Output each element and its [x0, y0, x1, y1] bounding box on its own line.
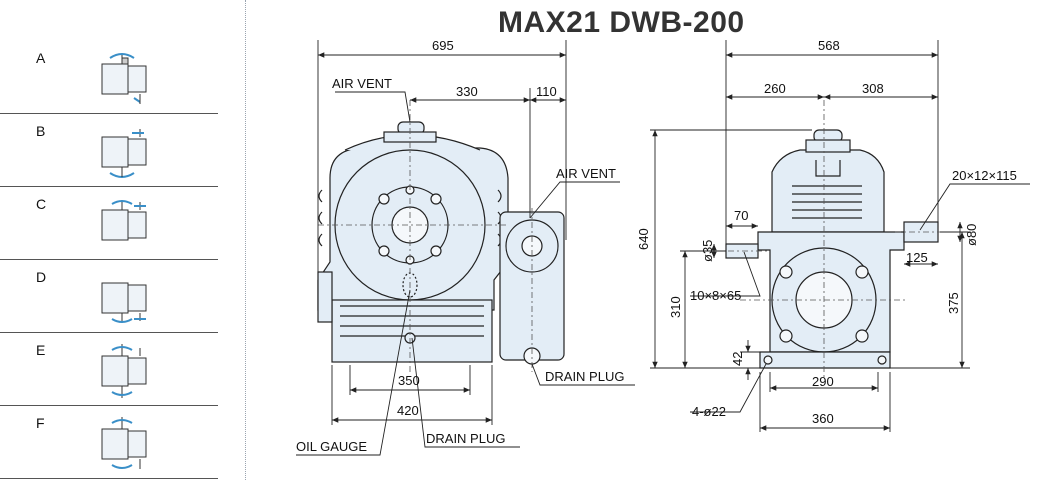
foot-dim-290: 290 — [812, 374, 834, 389]
side-height-375: 375 — [946, 292, 961, 314]
motor-air-vent-label: AIR VENT — [556, 166, 616, 181]
mounting-positions: A B C D — [0, 40, 218, 480]
foot-dim-360: 360 — [812, 411, 834, 426]
mounting-row-b: B — [0, 113, 218, 187]
base-drain-plug-label: DRAIN PLUG — [426, 431, 505, 446]
side-dim-125: 125 — [906, 250, 928, 265]
side-dim-308: 308 — [862, 81, 884, 96]
mounting-row-a: A — [0, 40, 218, 114]
front-dim-110: 110 — [536, 84, 557, 99]
side-height-640: 640 — [636, 228, 651, 250]
side-view — [725, 129, 939, 369]
mounting-letter: C — [36, 196, 47, 212]
mounting-row-e: E — [0, 332, 218, 406]
motor-drain-plug-label: DRAIN PLUG — [545, 369, 624, 384]
side-overall-width: 568 — [818, 38, 840, 53]
key-small-label: 10×8×65 — [690, 288, 741, 303]
mounting-row-d: D — [0, 259, 218, 333]
diagram-title: MAX21 DWB-200 — [498, 6, 745, 39]
foot-height-42: 42 — [730, 352, 745, 366]
side-dim-260: 260 — [764, 81, 786, 96]
mounting-d-icon — [101, 282, 147, 323]
base-dim-420: 420 — [397, 403, 419, 418]
divider-line — [245, 0, 247, 480]
mounting-letter: E — [36, 342, 46, 358]
shaft-dia-80: ø80 — [964, 224, 979, 246]
front-dim-330: 330 — [456, 84, 478, 99]
mounting-letter: B — [36, 123, 46, 139]
front-overall-width: 695 — [432, 38, 454, 53]
mounting-letter: A — [36, 50, 46, 66]
mounting-holes-label: 4-ø22 — [692, 404, 726, 419]
mounting-letter: D — [36, 269, 47, 285]
mounting-f-icon — [101, 417, 147, 469]
shaft-dia-35: ø35 — [700, 240, 715, 262]
side-dimension-labels: 568 260 308 640 20×12×115 70 ø80 ø35 125… — [636, 38, 1017, 426]
front-dimension-labels: 695 330 110 AIR VENT AIR VENT DRAIN PLUG… — [296, 38, 624, 454]
air-vent-label: AIR VENT — [332, 76, 392, 91]
mounting-b-icon — [101, 129, 147, 178]
oil-gauge-label: OIL GAUGE — [296, 439, 367, 454]
mounting-c-icon — [101, 200, 147, 241]
side-dim-70: 70 — [734, 208, 748, 223]
key-size-label: 20×12×115 — [952, 168, 1017, 183]
mounting-a-icon — [101, 53, 147, 104]
mounting-letter: F — [36, 415, 45, 431]
side-height-310: 310 — [668, 296, 683, 318]
front-view — [317, 121, 565, 365]
mounting-row-f: F — [0, 405, 218, 479]
mounting-row-c: C — [0, 186, 218, 260]
mounting-e-icon — [101, 344, 147, 398]
base-dim-350: 350 — [398, 373, 420, 388]
